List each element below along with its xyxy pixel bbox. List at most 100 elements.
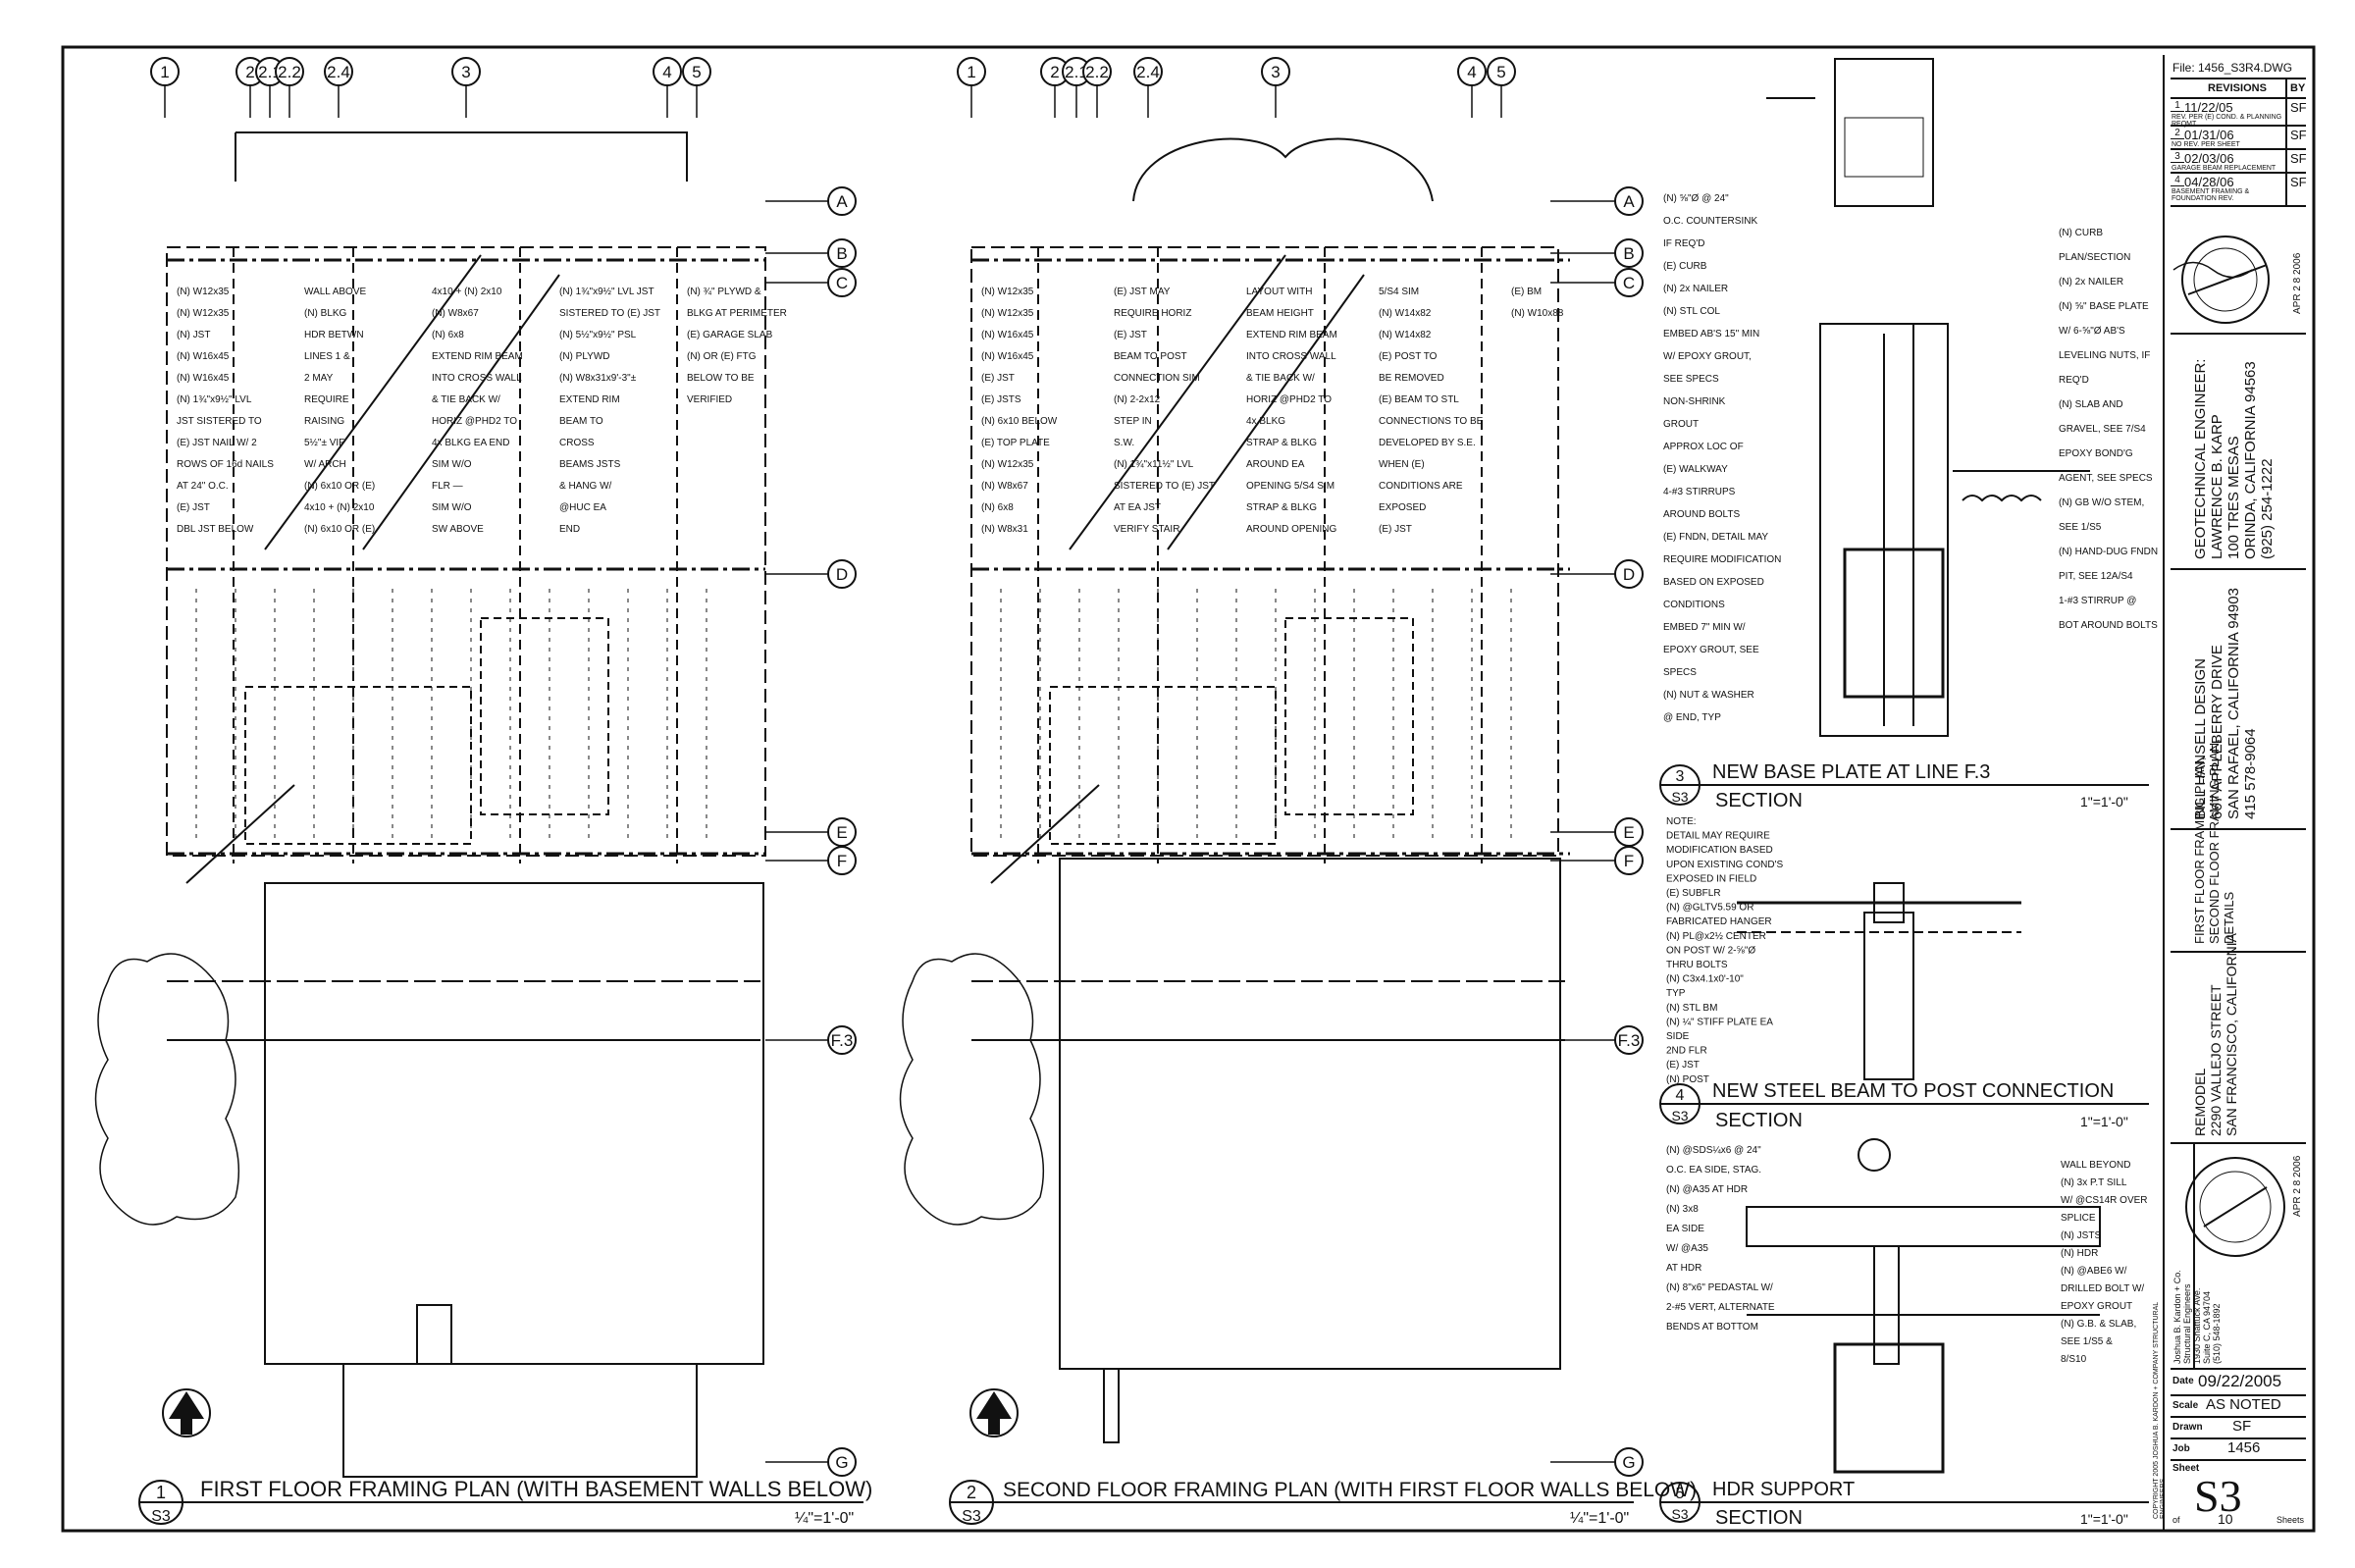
desc-line: DETAILS bbox=[2222, 891, 2236, 944]
detail-note: 4-#3 STIRRUPS bbox=[1663, 487, 1736, 497]
detail-note: AGENT, SEE SPECS bbox=[2059, 473, 2153, 484]
geo-line: 100 TRES MESAS bbox=[2225, 436, 2242, 559]
detail-note: (E) WALKWAY bbox=[1663, 464, 1728, 475]
plan-note: (N) PLYWD bbox=[559, 351, 609, 362]
desc-line: FIRST FLOOR FRAMING PLAN, bbox=[2192, 757, 2207, 944]
detail-note: (N) SLAB AND bbox=[2059, 399, 2123, 410]
detail-note: (E) FNDN, DETAIL MAY bbox=[1663, 532, 1768, 543]
plan-note: CONNECTION SIM bbox=[1114, 373, 1200, 384]
detail-note: (N) 8"x6" PEDASTAL W/ bbox=[1666, 1282, 1773, 1293]
grid-bubble-row-label: C bbox=[1623, 274, 1635, 292]
plan-note: FLR — bbox=[432, 481, 463, 492]
detail-note: REQUIRE MODIFICATION bbox=[1663, 554, 1781, 565]
geo-line: LAWRENCE B. KARP bbox=[2209, 414, 2225, 559]
detail3-num: 3 bbox=[1676, 768, 1685, 785]
grid-bubble-top-label: 4 bbox=[662, 63, 671, 81]
scale-label: Scale bbox=[2172, 1400, 2199, 1411]
plan-note: AROUND OPENING bbox=[1246, 524, 1336, 535]
north-arrow-icon bbox=[969, 1388, 1019, 1437]
detail-note: (E) JST bbox=[1666, 1060, 1700, 1071]
detail4-sheet: S3 bbox=[1671, 1108, 1688, 1124]
firm-line: 1930 Shattuck Ave. bbox=[2192, 1287, 2202, 1364]
plan-note: & TIE BACK W/ bbox=[1246, 373, 1315, 384]
detail-note: 2-#5 VERT, ALTERNATE bbox=[1666, 1302, 1775, 1313]
detail-note: (N) HDR bbox=[2061, 1248, 2098, 1259]
plan-note: STRAP & BLKG bbox=[1246, 502, 1317, 513]
grid-bubble-top-label: 1 bbox=[967, 63, 975, 81]
date-label: Date bbox=[2172, 1376, 2194, 1386]
detail3-sheet: S3 bbox=[1671, 789, 1688, 805]
plan-note: WALL ABOVE bbox=[304, 287, 367, 297]
geotech-block: GEOTECHNICAL ENGINEER: LAWRENCE B. KARP … bbox=[2192, 339, 2276, 559]
firm-line: Suite C, CA 94704 bbox=[2202, 1290, 2212, 1364]
detail-note: 2ND FLR bbox=[1666, 1046, 1707, 1057]
plan-note: (N) 6x10 OR (E) bbox=[304, 481, 375, 492]
plan-note: BEAMS JSTS bbox=[559, 459, 621, 470]
desc-line: SECOND FLOOR FRAMING PLAN, bbox=[2207, 739, 2222, 944]
detail-note: DRILLED BOLT W/ bbox=[2061, 1283, 2144, 1294]
grid-bubble-top-label: 2 bbox=[245, 63, 254, 81]
detail-note: W/ @A35 bbox=[1666, 1243, 1708, 1254]
detail-note: (N) PL@x2½ CENTER bbox=[1666, 931, 1766, 942]
project-line: SAN FRANCISCO, CALIFORNIA bbox=[2224, 933, 2239, 1136]
plan-note: & TIE BACK W/ bbox=[432, 394, 500, 405]
plan-note: (N) W14x82 bbox=[1379, 330, 1432, 340]
plan-note: ROWS OF 16d NAILS bbox=[177, 459, 274, 470]
detail-note: EXPOSED IN FIELD bbox=[1666, 873, 1756, 884]
revision-date: 04/28/06 bbox=[2184, 175, 2234, 189]
plan-note: 4x BLKG EA END bbox=[432, 438, 509, 448]
plan-note: (N) 5½"x9½" PSL bbox=[559, 330, 637, 340]
plan-note: SISTERED TO (E) JST bbox=[1114, 481, 1215, 492]
detail-note: (N) JSTS bbox=[2061, 1230, 2101, 1241]
detail-note: GRAVEL, SEE 7/S4 bbox=[2059, 424, 2146, 435]
plan-note: REQUIRE HORIZ bbox=[1114, 308, 1191, 319]
detail-note: NON-SHRINK bbox=[1663, 396, 1726, 407]
detail-note: (N) GB W/O STEM, bbox=[2059, 497, 2144, 508]
detail-note: THRU BOLTS bbox=[1666, 960, 1728, 970]
plan-note: (E) JST bbox=[1379, 524, 1412, 535]
detail-note: (N) POST bbox=[1666, 1074, 1709, 1085]
of-label: of bbox=[2172, 1515, 2180, 1525]
plan-note: (N) W10x88 bbox=[1511, 308, 1564, 319]
detail4-sub: SECTION bbox=[1715, 1110, 1803, 1131]
geo-line: ORINDA, CALIFORNIA 94563 bbox=[2242, 361, 2259, 559]
plan-note: SIM W/O bbox=[432, 502, 472, 513]
detail-note: (N) G.B. & SLAB, bbox=[2061, 1319, 2136, 1330]
detail-note: (N) CURB bbox=[2059, 228, 2103, 238]
detail3-scale: 1"=1'-0" bbox=[2080, 794, 2128, 810]
plan-note: CROSS bbox=[559, 438, 595, 448]
plan2-scale: ¼"=1'-0" bbox=[1570, 1510, 1629, 1527]
detail-note: EPOXY GROUT, SEE bbox=[1663, 645, 1759, 655]
detail-note: BOT AROUND BOLTS bbox=[2059, 620, 2158, 631]
geo-line: (925) 254-1222 bbox=[2259, 458, 2276, 559]
plan-note: INTO CROSS WALL bbox=[432, 373, 522, 384]
detail-note: LEVELING NUTS, IF bbox=[2059, 350, 2150, 361]
scale-value: AS NOTED bbox=[2206, 1396, 2281, 1413]
detail-note: EPOXY BOND'G bbox=[2059, 448, 2133, 459]
plan-note: (N) 6x10 BELOW bbox=[981, 416, 1058, 427]
plan-note: SW ABOVE bbox=[432, 524, 484, 535]
plan-note: (E) BEAM TO STL bbox=[1379, 394, 1459, 405]
file-name: File: 1456_S3R4.DWG bbox=[2172, 61, 2293, 75]
plan-note: (N) 6x8 bbox=[432, 330, 464, 340]
job-value: 1456 bbox=[2227, 1439, 2261, 1456]
plan-note: 5½"± VIF bbox=[304, 438, 344, 448]
plan-note: HORIZ @PHD2 TO bbox=[1246, 394, 1332, 405]
plan-note: (N) BLKG bbox=[304, 308, 347, 319]
sheet-border bbox=[61, 45, 2316, 1533]
detail-note: DETAIL MAY REQUIRE bbox=[1666, 831, 1770, 842]
grid-bubble-row-label: A bbox=[836, 192, 848, 211]
plan-note: (N) W12x35 bbox=[981, 308, 1034, 319]
plan-note: 2 MAY bbox=[304, 373, 334, 384]
plan-note: (E) JST NAIL W/ 2 bbox=[177, 438, 257, 448]
firm-line: Joshua B. Kardon + Co. bbox=[2172, 1270, 2182, 1364]
plan1-title-block: 1 S3 FIRST FLOOR FRAMING PLAN (WITH BASE… bbox=[138, 1477, 872, 1527]
plan-note: (N) 1¾"x9½" LVL bbox=[177, 394, 252, 405]
plan-note: VERIFIED bbox=[687, 394, 732, 405]
revision-triangle-icon: 3 bbox=[2171, 151, 2184, 163]
detail-note: SIDE bbox=[1666, 1031, 1690, 1042]
drawn-value: SF bbox=[2232, 1418, 2252, 1435]
plan-note: BE REMOVED bbox=[1379, 373, 1444, 384]
